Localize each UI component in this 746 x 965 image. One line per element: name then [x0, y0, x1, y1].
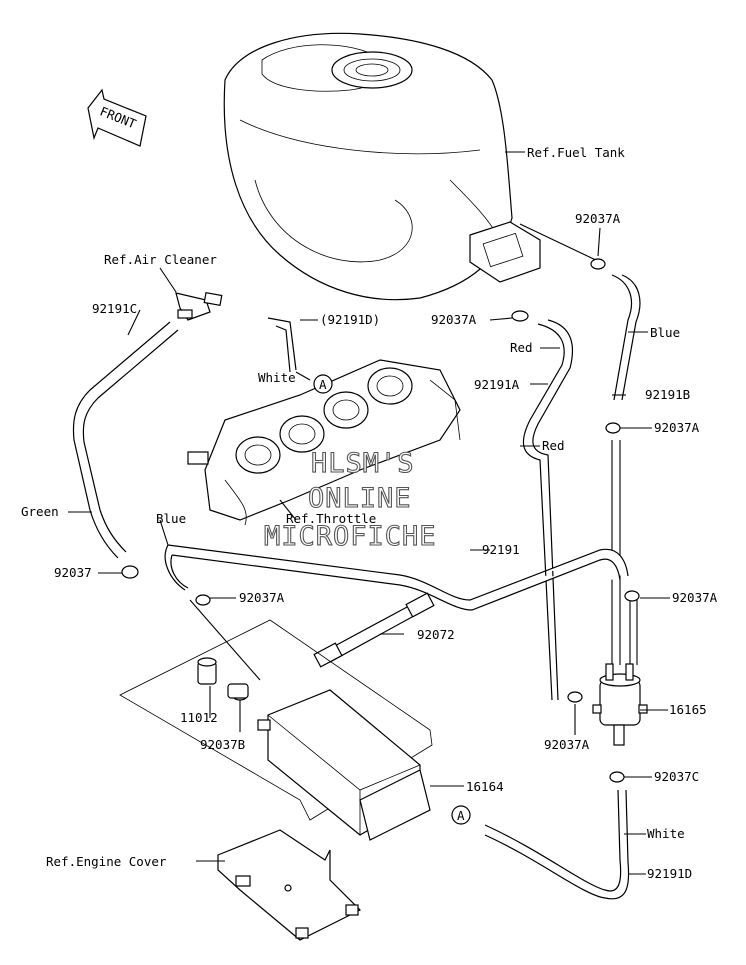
label-ref-engine-cover: Ref.Engine Cover — [46, 854, 167, 869]
label-92037a-1: 92037A — [575, 211, 621, 226]
label-red-1: Red — [510, 340, 533, 355]
marker-a-2-label: A — [457, 808, 465, 823]
label-92037a-5: 92037A — [672, 590, 718, 605]
label-92191: 92191 — [482, 542, 520, 557]
marker-a-1: A — [313, 374, 333, 394]
label-blue-1: Blue — [650, 325, 680, 340]
label-ref-fuel-tank: Ref.Fuel Tank — [527, 145, 625, 160]
label-92037a-4: 92037A — [239, 590, 285, 605]
label-green: Green — [21, 504, 59, 519]
label-16164: 16164 — [466, 779, 504, 794]
label-16165: 16165 — [669, 702, 707, 717]
label-11012: 11012 — [180, 710, 218, 725]
label-92191a: 92191A — [474, 377, 520, 392]
strap-92072 — [313, 592, 435, 668]
canister-16164 — [227, 683, 431, 841]
label-blue-2: Blue — [156, 511, 186, 526]
label-ref-air-cleaner: Ref.Air Cleaner — [104, 252, 217, 267]
fuel-tank — [223, 32, 541, 301]
label-white-1: White — [258, 370, 296, 385]
label-ref-throttle: Ref.Throttle — [286, 511, 376, 526]
hose-92191b — [611, 274, 641, 401]
engine-cover-bracket — [217, 829, 362, 941]
label-92037a-3: 92037A — [654, 420, 700, 435]
hose-92191 — [167, 544, 629, 611]
label-92037c: 92037C — [654, 769, 699, 784]
label-92191c: 92191C — [92, 301, 137, 316]
label-92037a-2: 92037A — [431, 312, 477, 327]
watermark-line-3: MICROFICHE — [264, 521, 437, 552]
hose-92191d — [484, 789, 630, 900]
watermark: HLSM'S ONLINE MICROFICHE — [263, 447, 437, 552]
label-92037a-6: 92037A — [544, 737, 590, 752]
label-white-2: White — [647, 826, 685, 841]
label-92037: 92037 — [54, 565, 92, 580]
separator-16165 — [592, 663, 648, 746]
label-92037b: 92037B — [200, 737, 245, 752]
label-92072: 92072 — [417, 627, 455, 642]
throttle-body — [187, 359, 461, 526]
watermark-line-2: ONLINE — [308, 483, 412, 514]
marker-a-1-label: A — [319, 377, 327, 392]
label-92191b: 92191B — [645, 387, 690, 402]
hose-92191a — [522, 319, 574, 701]
grommet-11012 — [197, 657, 217, 685]
watermark-line-1: HLSM'S — [311, 448, 415, 479]
marker-a-2: A — [451, 805, 471, 825]
air-cleaner-fitting — [175, 291, 223, 321]
canister-bracket-outline — [119, 619, 433, 821]
label-red-2: Red — [542, 438, 565, 453]
label-92191d-ref: (92191D) — [320, 312, 380, 327]
front-arrow-icon: FRONT — [87, 88, 147, 147]
label-92191d: 92191D — [647, 866, 692, 881]
leader-lines — [68, 151, 670, 875]
